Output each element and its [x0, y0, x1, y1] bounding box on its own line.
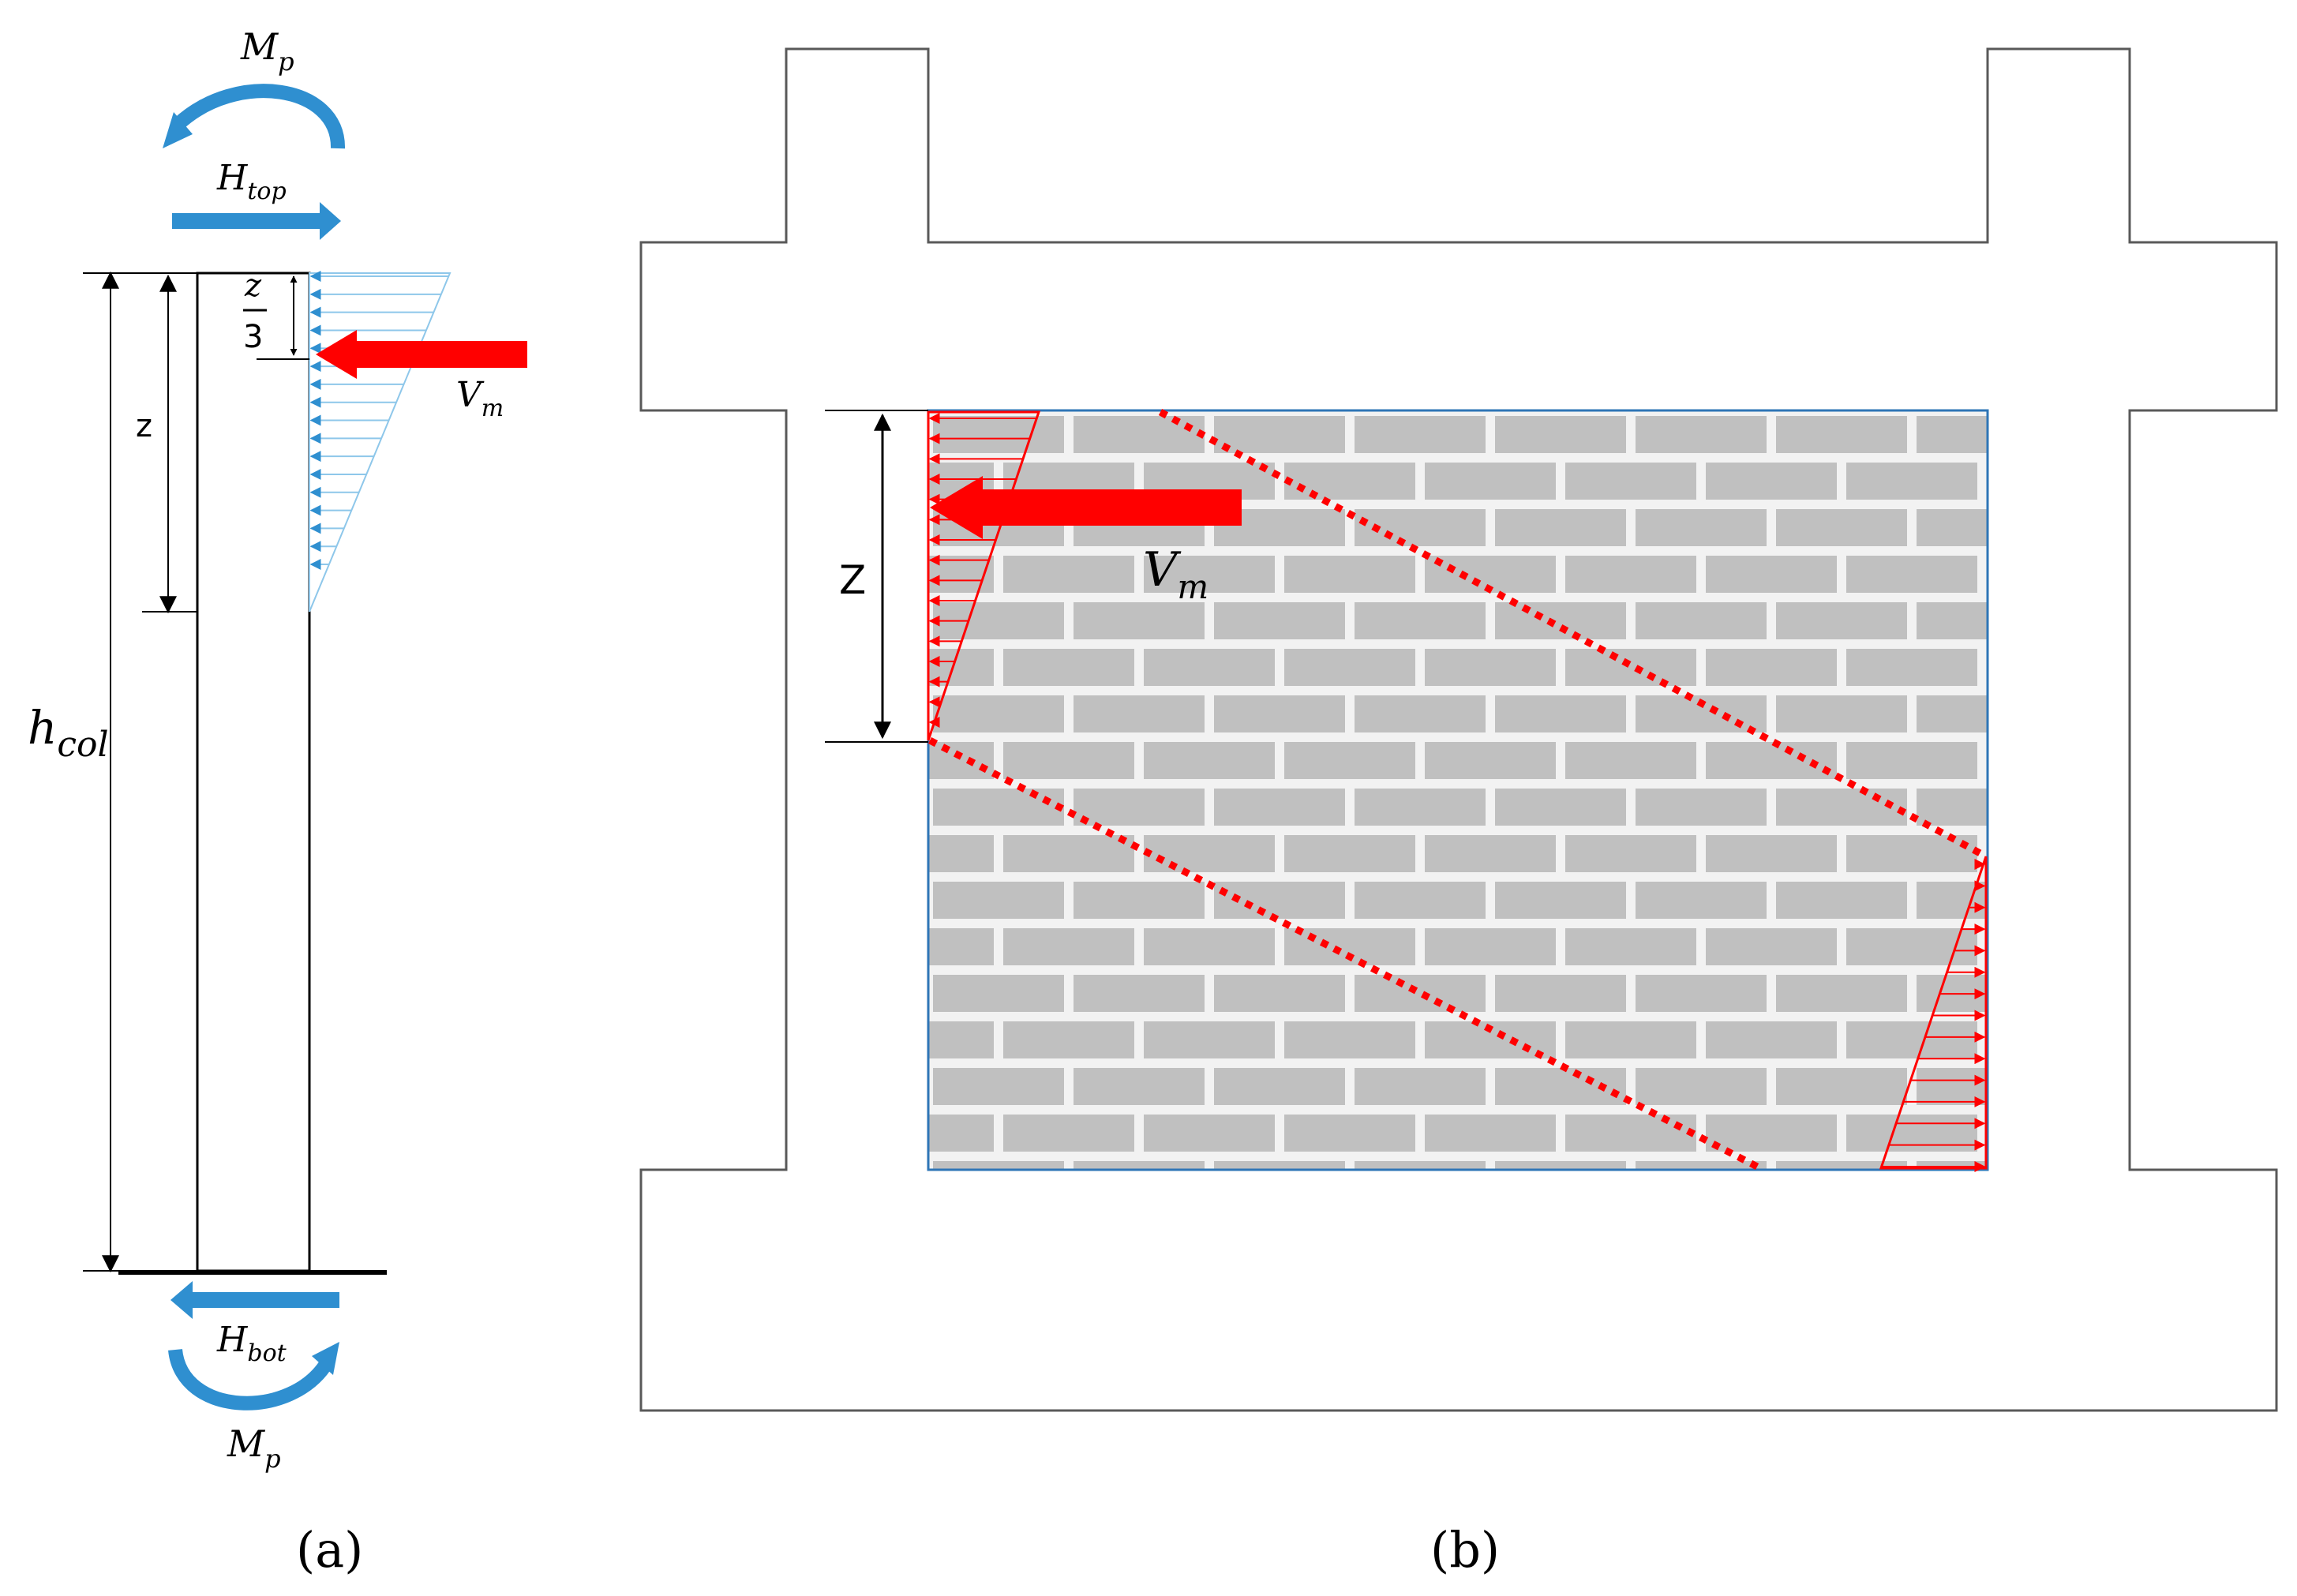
panel-b: Z Vm (b)	[639, 47, 2278, 1579]
hcol-label: hcol	[28, 701, 109, 765]
shear-bottom-label: Hbot	[216, 1320, 287, 1367]
z3-numerator: z	[244, 268, 262, 304]
masonry-infill	[928, 410, 1988, 1170]
moment-top-arrow	[163, 84, 346, 149]
z-label: z	[136, 408, 152, 444]
moment-top-label: Mp	[240, 25, 294, 77]
panel-a: Mp Htop hcol z z 3 Vm	[28, 25, 527, 1579]
column-outline	[196, 272, 311, 1272]
right-stress-arrows	[1881, 859, 1986, 1172]
shear-bottom-arrow	[170, 1281, 339, 1319]
z3-denominator: 3	[243, 319, 263, 355]
left-stress-triangle	[927, 410, 1041, 741]
resultant-arrow-a	[316, 330, 527, 379]
shear-top-label: Htop	[216, 158, 287, 205]
moment-bottom-arrow	[168, 1342, 339, 1411]
resultant-arrow-b	[930, 476, 1242, 539]
caption-a: (a)	[296, 1521, 363, 1579]
right-stress-triangle	[1879, 856, 1988, 1170]
moment-bottom-label: Mp	[227, 1422, 281, 1474]
infill-border	[927, 409, 1989, 1171]
shear-top-arrow	[172, 202, 341, 240]
caption-b: (b)	[1430, 1521, 1500, 1579]
load-triangle-outline	[309, 272, 452, 613]
distributed-load-arrows	[309, 271, 449, 570]
resultant-label-b: Vm	[1143, 542, 1208, 606]
z-b-label: Z	[839, 557, 866, 603]
resultant-label-a: Vm	[456, 375, 504, 422]
